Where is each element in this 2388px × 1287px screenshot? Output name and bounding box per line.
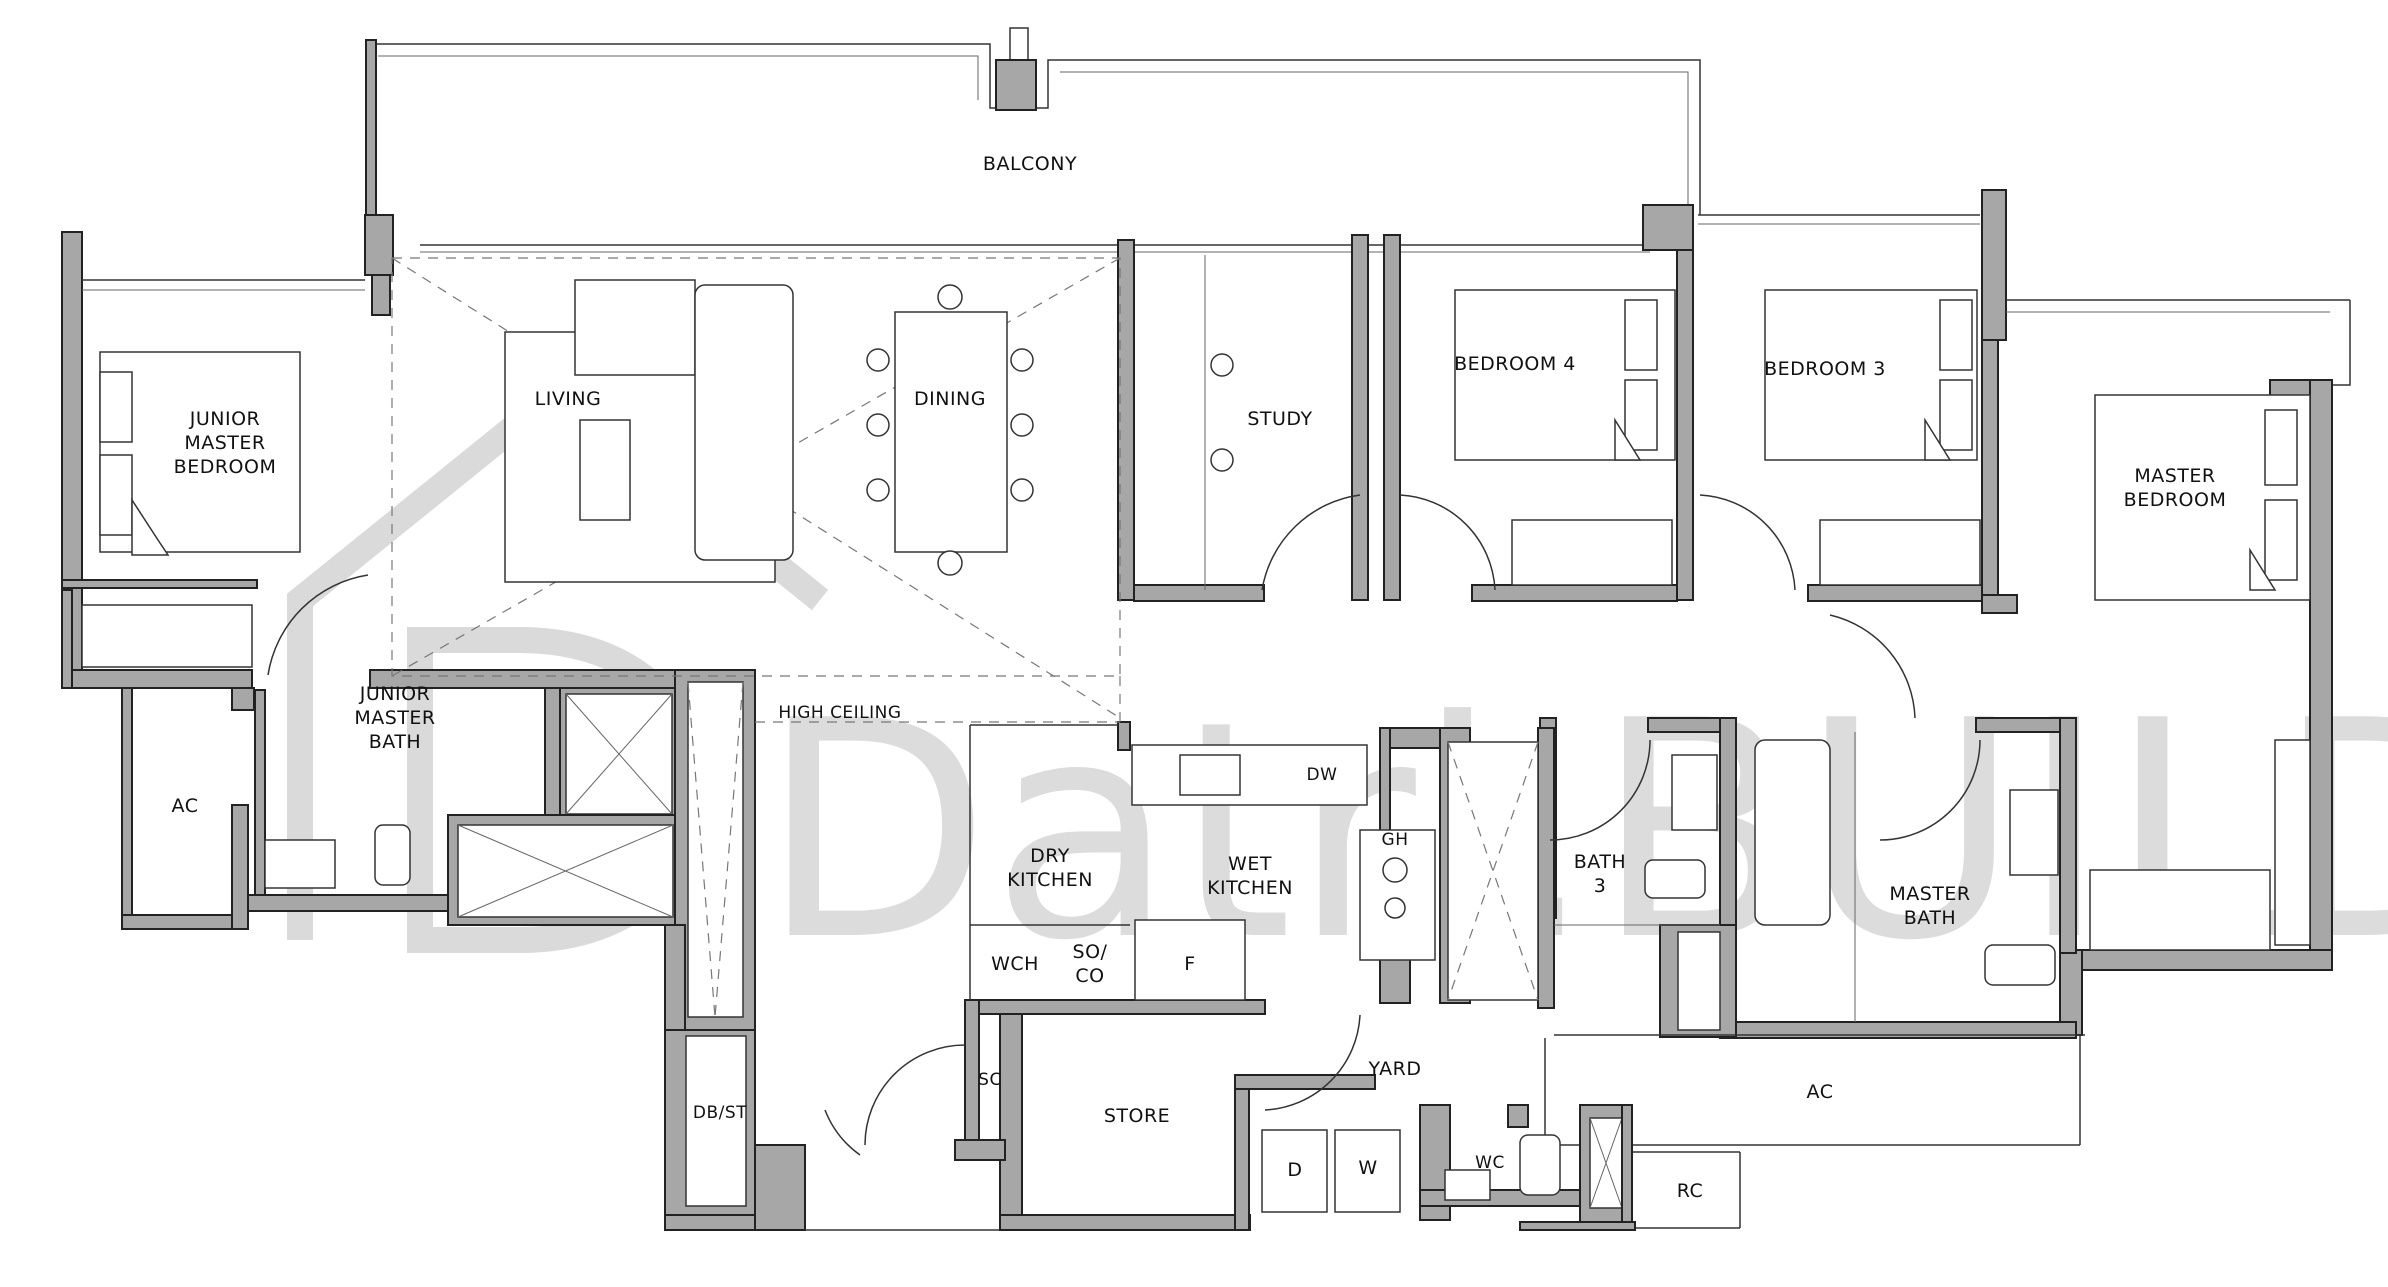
rc-label: RC <box>1677 1180 1704 1202</box>
balcony <box>365 27 1701 253</box>
wc-label: WC <box>1475 1153 1505 1173</box>
dining-label: DINING <box>914 388 986 410</box>
study-label: STUDY <box>1247 408 1312 430</box>
bath3-label-1: BATH <box>1574 851 1626 873</box>
bath3-label-2: 3 <box>1594 875 1607 897</box>
ac-right-label: AC <box>1807 1081 1834 1103</box>
high-ceiling-label: HIGH CEILING <box>778 703 901 723</box>
living-label: LIVING <box>535 388 602 410</box>
gh-label: GH <box>1382 830 1409 850</box>
washer-label: W <box>1358 1157 1377 1179</box>
fridge-label: F <box>1184 953 1195 975</box>
dryer-label: D <box>1287 1159 1302 1181</box>
master-bath-label-1: MASTER <box>1889 883 1970 905</box>
room-labels: BALCONY LIVING DINING STUDY BEDROOM 4 BE… <box>172 153 2227 1202</box>
master-bedroom-label-1: MASTER <box>2134 465 2215 487</box>
so-co-label-1: SO/ <box>1073 941 1108 963</box>
bedroom4-label: BEDROOM 4 <box>1454 353 1576 375</box>
wet-kitchen-label-2: KITCHEN <box>1207 877 1293 899</box>
dry-kitchen-label-2: KITCHEN <box>1007 869 1093 891</box>
junior-master-bath-label-3: BATH <box>369 731 421 753</box>
yard-label: YARD <box>1368 1058 1422 1080</box>
store-label: STORE <box>1104 1105 1170 1127</box>
doors <box>267 494 1981 1156</box>
db-st-label: DB/ST <box>693 1103 747 1123</box>
wet-kitchen-label-1: WET <box>1228 853 1272 875</box>
ac-left-label: AC <box>172 795 199 817</box>
dw-label: DW <box>1307 765 1338 785</box>
furniture <box>81 255 2311 1213</box>
junior-master-bedroom-label-1: JUNIOR <box>189 408 260 430</box>
sc-label: SC <box>978 1070 1002 1090</box>
junior-master-bedroom-label-2: MASTER <box>184 432 265 454</box>
master-bath-label-2: BATH <box>1904 907 1956 929</box>
bedroom3-label: BEDROOM 3 <box>1764 358 1886 380</box>
junior-master-bedroom-label-3: BEDROOM <box>174 456 277 478</box>
master-bedroom-label-2: BEDROOM <box>2124 489 2227 511</box>
so-co-label-2: CO <box>1075 965 1104 987</box>
junior-master-bath-label-1: JUNIOR <box>359 683 430 705</box>
junior-master-bath-label-2: MASTER <box>354 707 435 729</box>
balcony-label: BALCONY <box>983 153 1077 175</box>
walls <box>61 189 2351 1231</box>
dry-kitchen-label-1: DRY <box>1030 845 1070 867</box>
wch-label: WCH <box>991 953 1039 975</box>
